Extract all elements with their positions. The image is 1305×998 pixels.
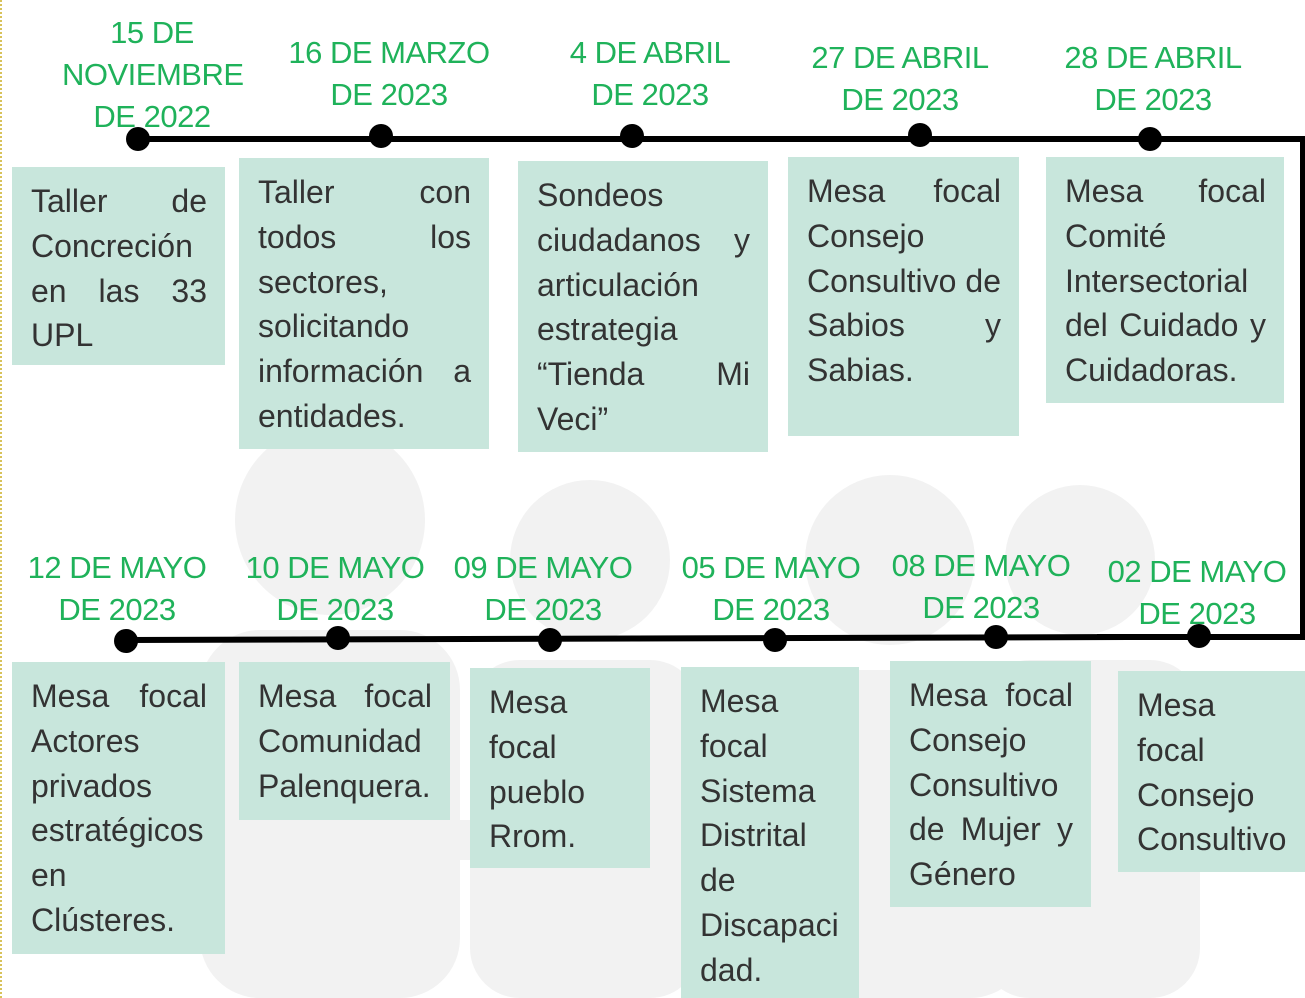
event-description: Mesa focal Comité Intersectorial del Cui… [1065, 173, 1266, 389]
event-card: Mesa focal Actores privados estratégicos… [12, 662, 225, 954]
event-description: Taller de Concreción en las 33 UPL [31, 183, 207, 354]
event-description: Mesa focal Consejo Consultivo LGBTI. [1137, 687, 1287, 872]
timeline-dot [326, 626, 350, 650]
event-description: Mesa focal Sistema Distrital de Discapac… [700, 683, 839, 988]
event-card: Mesa focal Consejo Consultivo de Sabios … [788, 157, 1019, 436]
event-card: Mesa focal Comunidad Palenquera. [239, 662, 450, 820]
event-card: Mesa focal Consejo Consultivo LGBTI. [1118, 671, 1305, 872]
event-description: Taller con todos los sectores, solicitan… [258, 174, 471, 434]
event-description: Sondeos ciudadanos y articulación estrat… [537, 177, 750, 437]
timeline-dot [908, 123, 932, 147]
event-description: Mesa focal pueblo Rrom. [489, 684, 586, 855]
event-description: Mesa focal Comunidad Palenquera. [258, 678, 432, 804]
timeline-dot [538, 628, 562, 652]
event-card: Sondeos ciudadanos y articulación estrat… [518, 161, 768, 452]
timeline-dot [126, 127, 150, 151]
event-description: Mesa focal Consejo Consultivo de Sabios … [807, 173, 1001, 389]
timeline-dot [620, 124, 644, 148]
timeline-dot [1187, 624, 1211, 648]
timeline-dot [369, 124, 393, 148]
timeline-dot [763, 628, 787, 652]
event-card: Mesa focal pueblo Rrom. [470, 668, 650, 868]
event-card: Taller de Concreción en las 33 UPL [12, 167, 225, 365]
timeline-dot [984, 625, 1008, 649]
timeline-dot [114, 629, 138, 653]
event-description: Mesa focal Consejo Consultivo de Mujer y… [909, 677, 1073, 893]
event-card: Mesa focal Consejo Consultivo de Mujer y… [890, 661, 1091, 907]
timeline-dot [1138, 127, 1162, 151]
event-card: Mesa focal Comité Intersectorial del Cui… [1046, 157, 1284, 403]
page-border [0, 0, 2, 998]
event-card: Taller con todos los sectores, solicitan… [239, 158, 489, 449]
event-description: Mesa focal Actores privados estratégicos… [31, 678, 207, 938]
event-card: Mesa focal Sistema Distrital de Discapac… [681, 667, 859, 998]
